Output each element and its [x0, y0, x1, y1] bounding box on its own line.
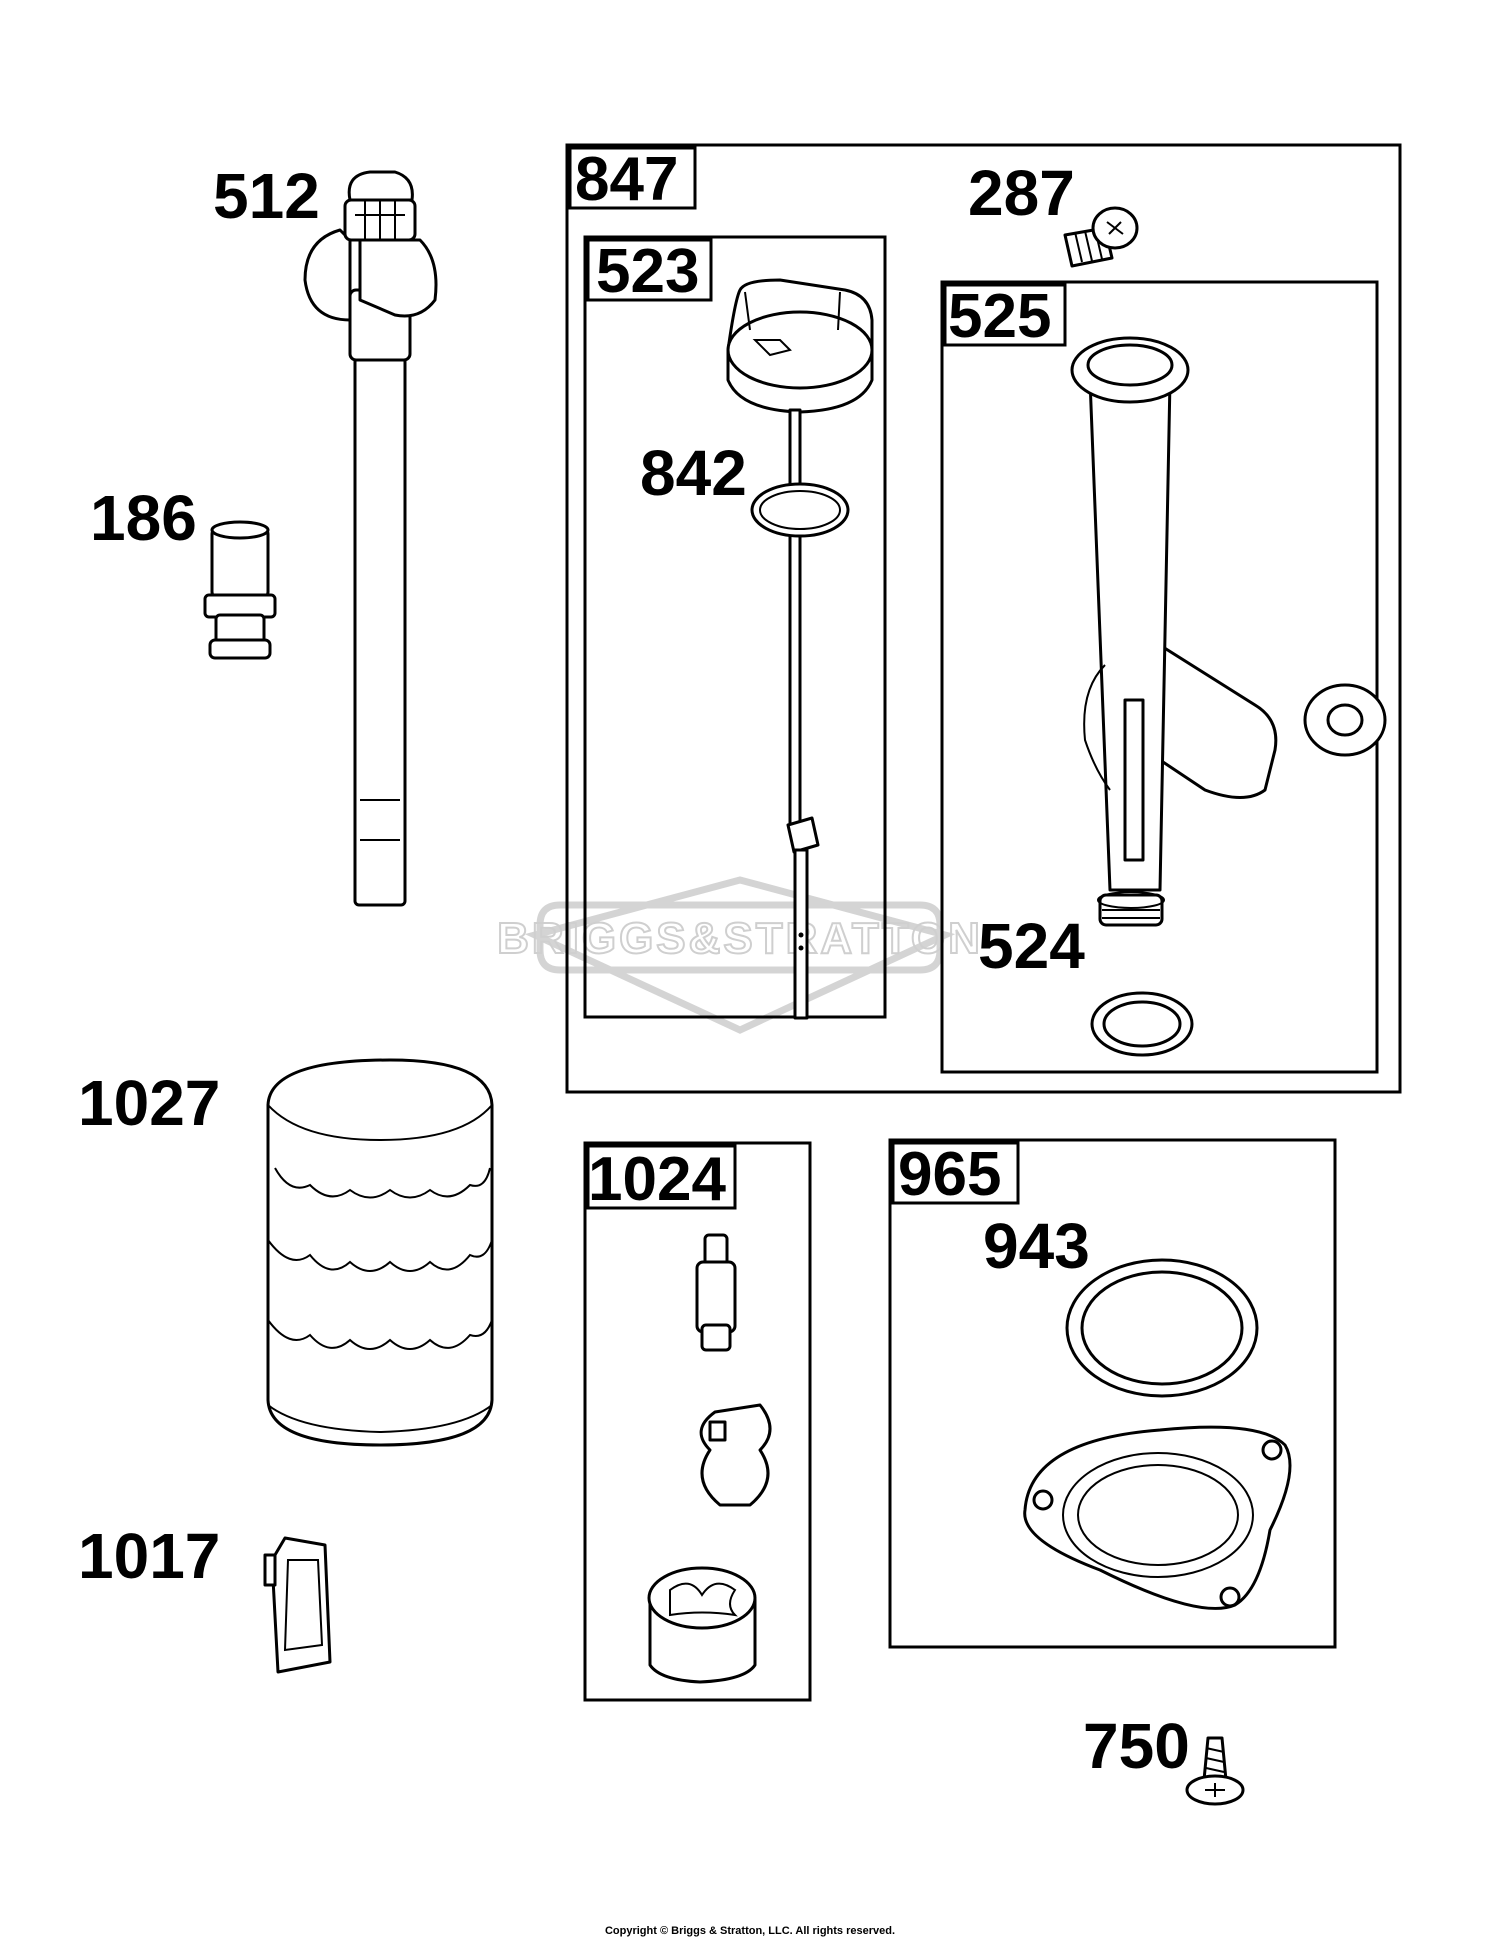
kit-525-box — [940, 280, 1379, 1074]
part-750-label[interactable]: 750 — [1083, 1710, 1190, 1782]
part-287-label[interactable]: 287 — [968, 157, 1075, 229]
o-ring-524-drawing — [1090, 991, 1194, 1057]
kit-523-box — [583, 235, 887, 1019]
kit-1024-tag — [586, 1144, 737, 1210]
part-1027-label[interactable]: 1027 — [78, 1067, 220, 1139]
watermark-text: BRIGGS&STRATTON — [497, 914, 983, 963]
part-842-label[interactable]: 842 — [640, 437, 747, 509]
kit-965-label[interactable]: 965 — [898, 1140, 1001, 1209]
oil-filter-drawing — [266, 1058, 494, 1447]
kit-847-box — [565, 143, 1402, 1094]
part-524-label[interactable]: 524 — [978, 910, 1085, 982]
kit-1024-label[interactable]: 1024 — [588, 1145, 726, 1214]
breather-fitting-drawing — [203, 520, 277, 660]
kit-847-tag — [568, 146, 697, 210]
kit-965-tag — [891, 1141, 1020, 1205]
dipstick-and-cap-drawing — [726, 278, 874, 1020]
oil-fill-tube-drawing — [1070, 336, 1387, 927]
part-512-label[interactable]: 512 — [213, 160, 320, 232]
filter-screen-1017-drawing — [263, 1536, 332, 1674]
screw-287-drawing — [1063, 206, 1139, 268]
kit-1024-box — [583, 1141, 812, 1702]
kit-525-label[interactable]: 525 — [948, 282, 1051, 351]
kit-965-box — [888, 1138, 1337, 1649]
dipstick-tube-assembly-drawing — [303, 170, 438, 907]
kit-523-tag — [586, 238, 713, 302]
kit-847-label[interactable]: 847 — [575, 145, 678, 214]
part-943-label[interactable]: 943 — [983, 1210, 1090, 1282]
screw-750-drawing — [1185, 1736, 1245, 1806]
kit-523-label[interactable]: 523 — [596, 237, 699, 306]
oil-pump-kit-drawing — [647, 1233, 772, 1684]
kit-525-tag — [943, 283, 1067, 347]
copyright-text: Copyright © Briggs & Stratton, LLC. All … — [605, 1925, 895, 1937]
briggs-stratton-watermark: BRIGGS&STRATTON — [496, 876, 983, 1034]
part-1017-label[interactable]: 1017 — [78, 1520, 220, 1592]
pump-cover-kit-drawing — [1023, 1258, 1292, 1610]
part-186-label[interactable]: 186 — [90, 482, 197, 554]
